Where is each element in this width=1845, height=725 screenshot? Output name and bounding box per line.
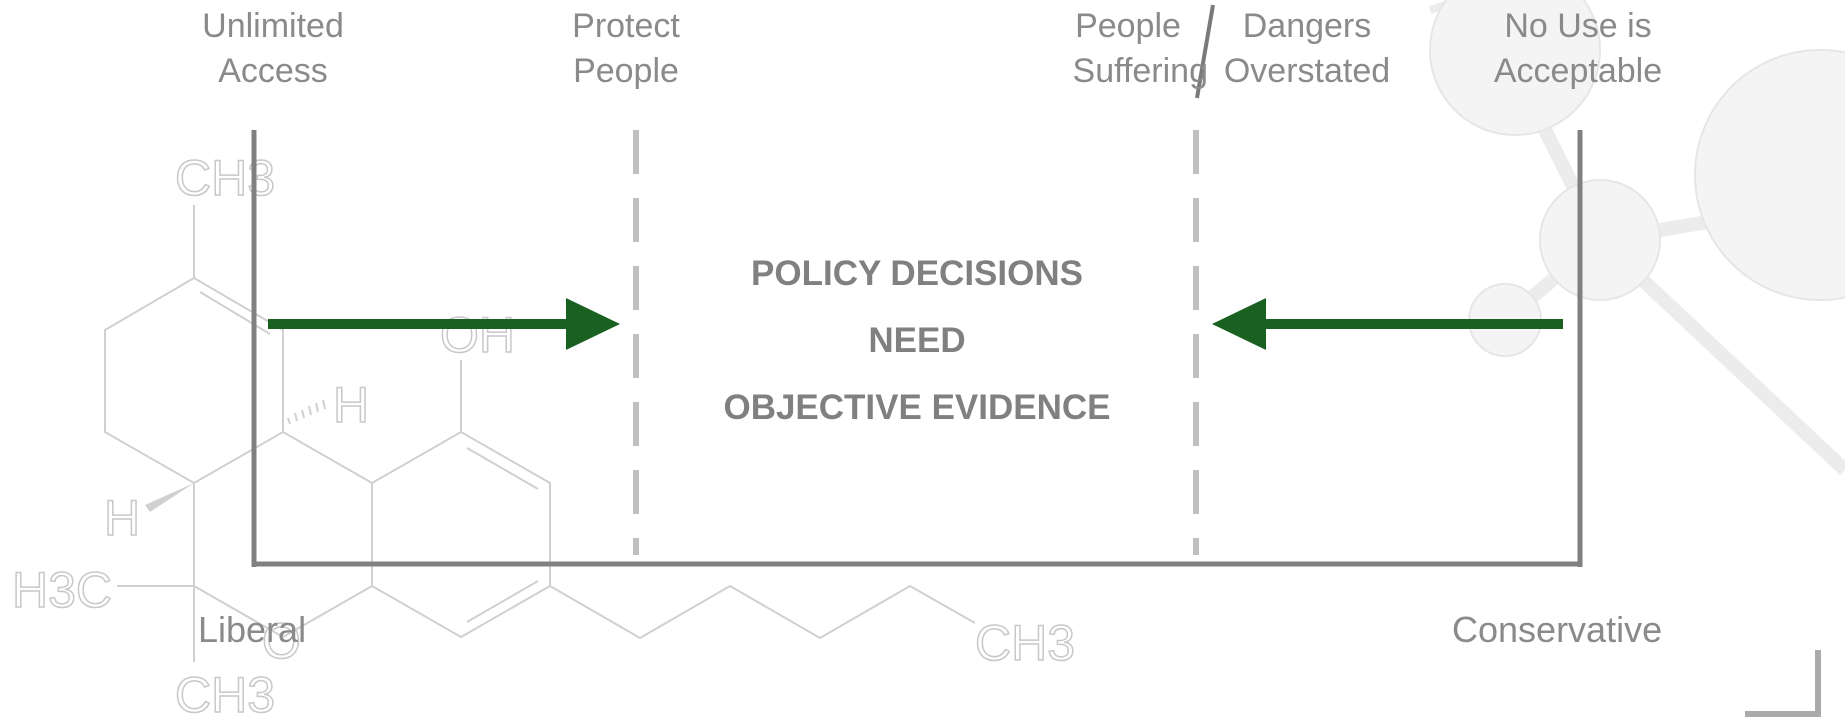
separator-slash (1195, 4, 1215, 99)
molecule-label-h3c: H3C (12, 562, 112, 618)
axis-end-conservative: Conservative (1452, 609, 1663, 650)
molecule-label-o: O (262, 613, 301, 669)
position-label-line: People (1075, 7, 1181, 45)
arrow-right-to-left (1212, 298, 1563, 350)
molecule-label-ch3-right: CH3 (975, 615, 1075, 671)
position-label-line: Protect (572, 7, 680, 45)
position-label-line: Acceptable (1493, 52, 1663, 90)
molecule-label-h-lower: H (104, 490, 140, 546)
position-label-line: Suffering (1072, 52, 1208, 90)
position-label-line: Access (218, 52, 328, 90)
molecule-labels: CH3 OH H H H3C O CH3 CH3 (11, 149, 1076, 724)
center-message-line-2: NEED (868, 321, 966, 360)
center-message-line-1: POLICY DECISIONS (751, 254, 1083, 293)
position-label-line: Overstated (1223, 52, 1391, 90)
center-message-line-3: OBJECTIVE EVIDENCE (723, 388, 1111, 427)
position-label-line: Dangers (1242, 7, 1372, 45)
molecule-label-h-upper: H (333, 377, 369, 433)
spectrum-frame (251, 130, 1583, 567)
molecule-label-oh: OH (440, 307, 515, 363)
position-label-line: No Use is (1504, 7, 1652, 45)
position-label-people-suffering: People Suffering (1008, 4, 1208, 94)
molecule-label-ch3-bottom: CH3 (175, 667, 275, 723)
molecule-label-ch3-top: CH3 (175, 150, 275, 206)
ball-and-stick-decoration (1428, 0, 1845, 476)
position-label-unlimited-access: Unlimited Access (173, 4, 373, 94)
axis-end-liberal: Liberal (198, 609, 307, 650)
position-label-protect-people: Protect People (526, 4, 726, 94)
position-label-line: People (573, 52, 679, 90)
position-label-dangers-overstated: Dangers Overstated (1207, 4, 1407, 94)
position-label-no-use-acceptable: No Use is Acceptable (1478, 4, 1678, 94)
arrow-left-to-right (268, 298, 620, 350)
corner-bracket (1745, 650, 1821, 717)
position-label-line: Unlimited (202, 7, 344, 45)
